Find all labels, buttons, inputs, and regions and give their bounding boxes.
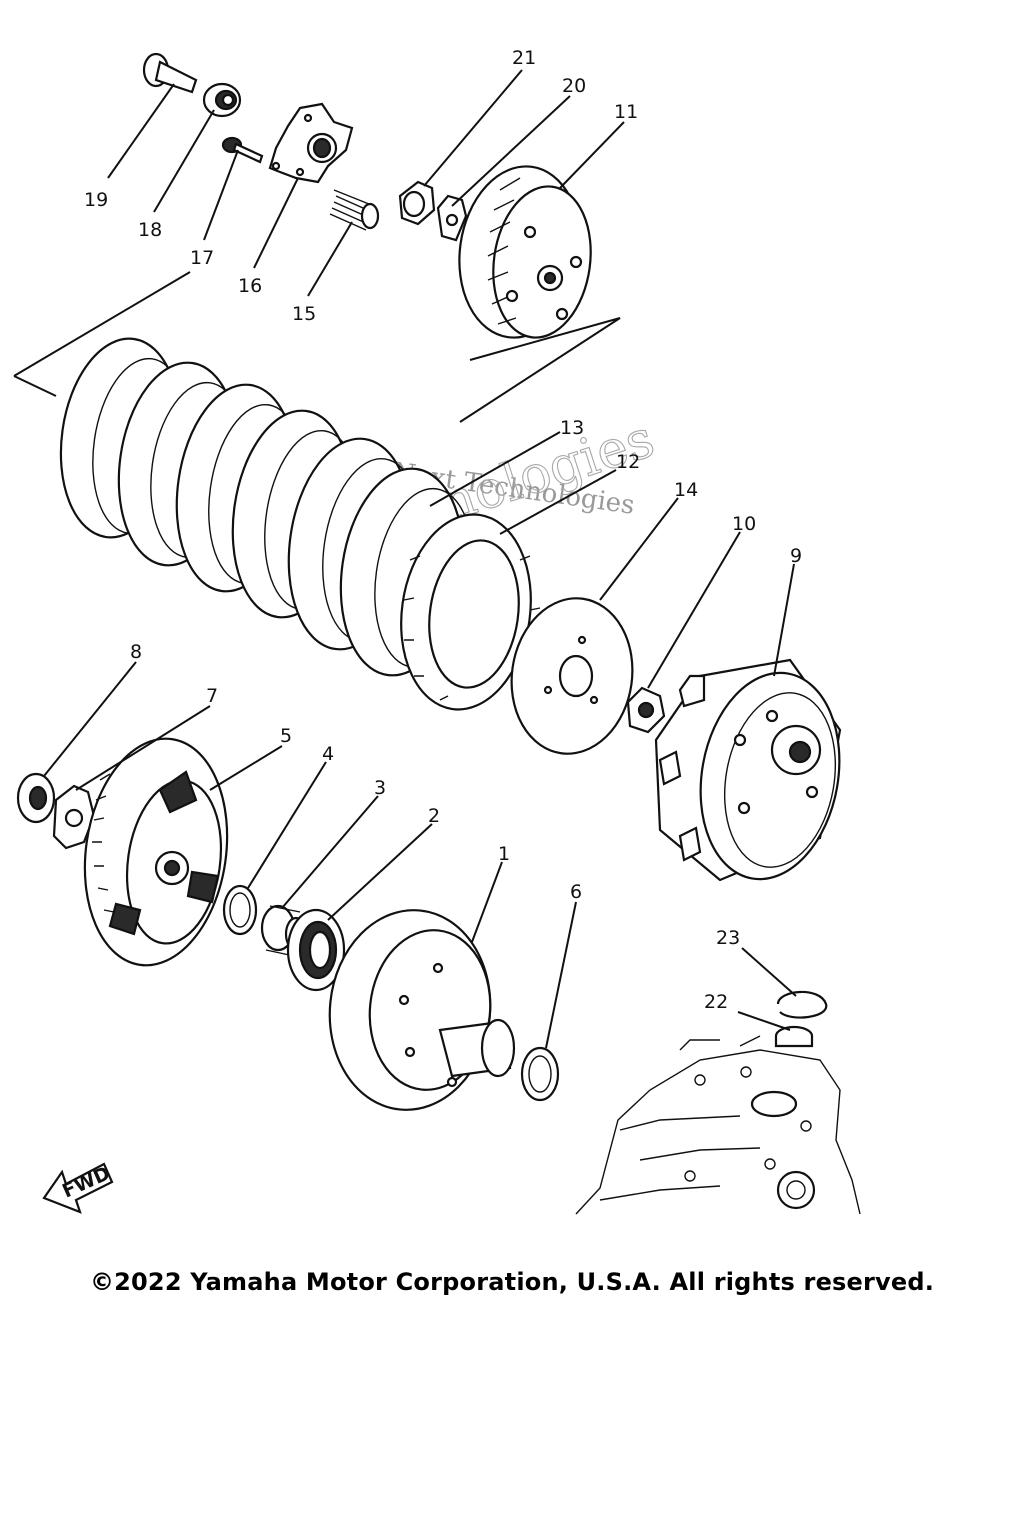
callout-6: 6 — [570, 881, 582, 903]
part-21-nut — [398, 180, 436, 226]
part-7-lock-plate — [52, 784, 96, 850]
callout-10: 10 — [732, 513, 756, 535]
part-8-washer — [16, 772, 56, 824]
part-9-clutch-housing — [654, 658, 842, 882]
callout-1: 1 — [498, 843, 510, 865]
part-20-lock-washer — [436, 194, 468, 242]
part-2-one-way-bearing — [286, 908, 346, 992]
callout-20: 20 — [562, 75, 586, 97]
part-22-plug — [774, 1025, 814, 1048]
callout-21: 21 — [512, 47, 536, 69]
part-1-clutch-drum — [328, 909, 516, 1111]
part-4-ring — [222, 884, 258, 936]
leader-lines — [43, 69, 797, 1049]
part-5-centrifugal-clutch — [83, 737, 229, 967]
callout-8: 8 — [130, 641, 142, 663]
callout-4: 4 — [322, 743, 334, 765]
callout-19: 19 — [84, 189, 108, 211]
callout-16: 16 — [238, 275, 262, 297]
callout-23: 23 — [716, 927, 740, 949]
callout-12: 12 — [616, 451, 640, 473]
crankcase-section — [575, 1035, 861, 1215]
callout-3: 3 — [374, 777, 386, 799]
copyright-notice: ©2022 Yamaha Motor Corporation, U.S.A. A… — [89, 1268, 935, 1296]
callout-numbers: 21 20 11 19 18 17 16 15 13 12 14 10 9 8 … — [84, 47, 802, 1013]
part-6-washer — [520, 1046, 560, 1102]
fwd-arrow: FWD — [42, 1162, 113, 1214]
assembly-bracket — [13, 271, 621, 423]
fwd-label: FWD — [59, 1162, 113, 1202]
callout-5: 5 — [280, 725, 292, 747]
part-18-bearing — [202, 82, 242, 118]
callout-13: 13 — [560, 417, 584, 439]
callout-15: 15 — [292, 303, 316, 325]
callout-7: 7 — [206, 685, 218, 707]
part-23-circlip — [776, 990, 828, 1019]
part-10-washer — [626, 686, 666, 734]
callout-11: 11 — [614, 101, 638, 123]
part-12-friction-plate — [400, 513, 541, 711]
part-15-spring — [329, 189, 380, 231]
callout-22: 22 — [704, 991, 728, 1013]
callout-17: 17 — [190, 247, 214, 269]
callout-2: 2 — [428, 805, 440, 827]
part-17-screw — [221, 136, 264, 164]
part-11-drive-gear — [458, 165, 592, 339]
part-16-plate — [268, 102, 354, 184]
callout-9: 9 — [790, 545, 802, 567]
part-13-clutch-plates — [59, 337, 474, 677]
part-14-pressure-plate — [510, 597, 634, 755]
part-19-bolt — [142, 52, 198, 94]
callout-18: 18 — [138, 219, 162, 241]
callout-14: 14 — [674, 479, 698, 501]
